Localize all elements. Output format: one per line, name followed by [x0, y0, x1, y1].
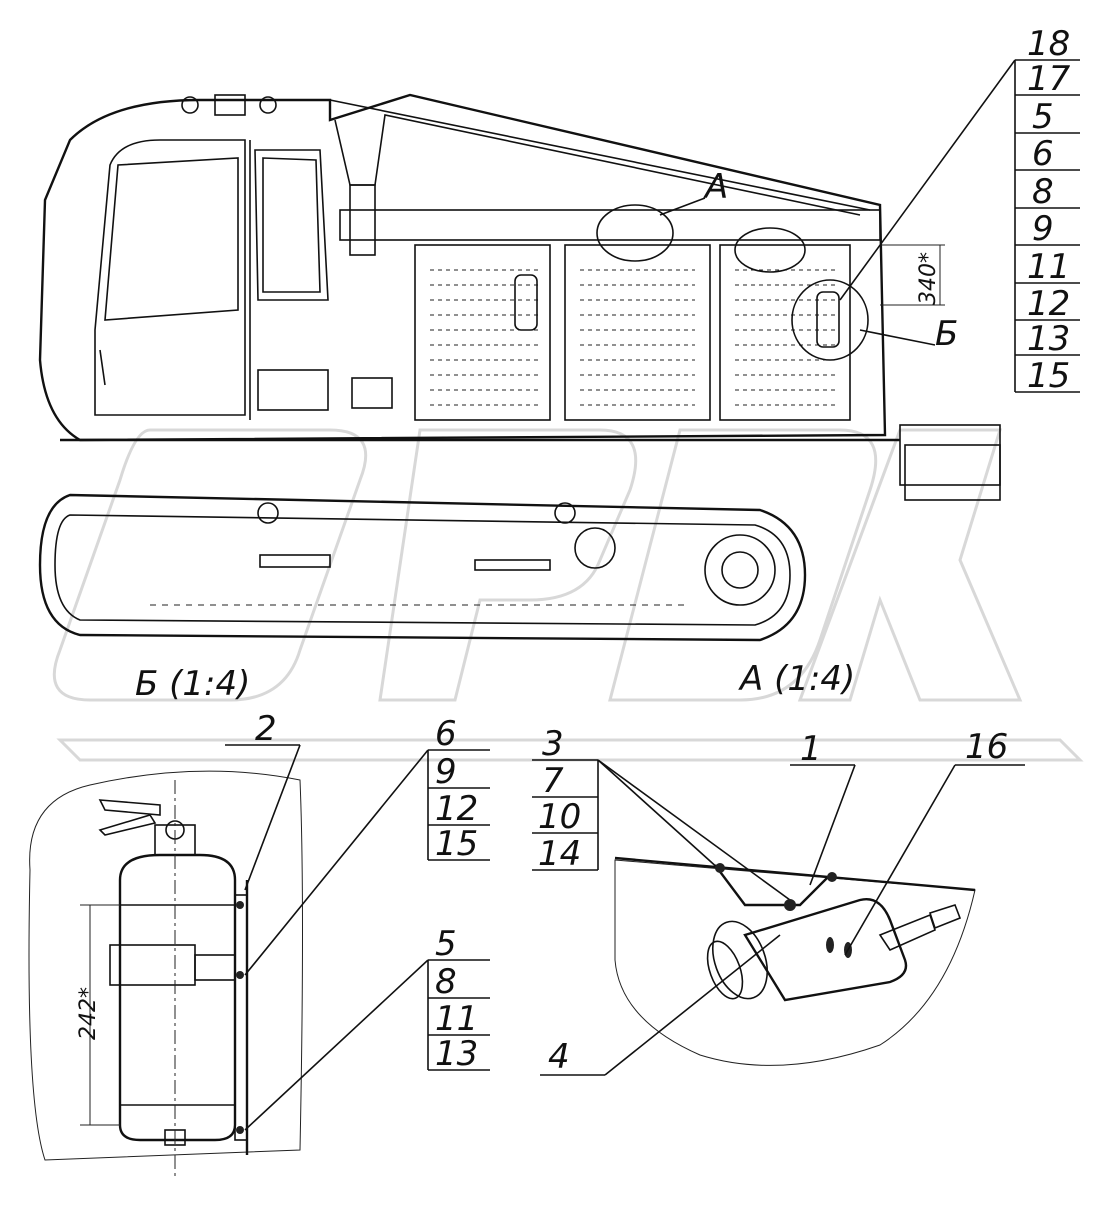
zone-a-circle: [596, 204, 674, 262]
svg-text:9: 9: [435, 752, 457, 792]
view-a-title: А (1:4): [738, 659, 855, 699]
callout-4: 4: [548, 1037, 570, 1077]
machine-side-view: [38, 93, 1001, 642]
svg-text:12: 12: [435, 789, 478, 829]
view-a-marker: А: [703, 167, 728, 207]
svg-text:12: 12: [1027, 284, 1070, 324]
grille-pattern: [430, 269, 835, 406]
callout-2: 2: [255, 709, 277, 749]
svg-text:8: 8: [435, 962, 457, 1002]
svg-text:13: 13: [1027, 319, 1070, 359]
svg-text:7: 7: [542, 761, 564, 801]
svg-text:18: 18: [1027, 24, 1070, 64]
svg-text:340*: 340*: [916, 252, 941, 305]
svg-text:17: 17: [1027, 59, 1071, 99]
svg-text:15: 15: [435, 824, 478, 864]
svg-text:3: 3: [542, 724, 564, 764]
callout-stack-6-9-12-15: 6 9 12 15: [244, 714, 490, 976]
svg-text:11: 11: [435, 999, 478, 1039]
svg-text:15: 15: [1027, 356, 1070, 396]
svg-text:5: 5: [1032, 97, 1054, 137]
detail-view-a: [614, 856, 976, 1066]
watermark: [52, 428, 1084, 762]
svg-text:8: 8: [1032, 172, 1054, 212]
svg-text:14: 14: [538, 834, 581, 874]
callout-stack-3-7-10-14: 3 7 10 14: [532, 724, 791, 901]
callout-16: 16: [965, 727, 1008, 767]
view-b-title: Б (1:4): [135, 664, 250, 704]
svg-text:5: 5: [435, 924, 457, 964]
svg-text:13: 13: [435, 1034, 478, 1074]
callout-1: 1: [800, 729, 822, 769]
view-b-marker: Б: [935, 314, 958, 354]
svg-text:10: 10: [538, 797, 581, 837]
dimension-340: 340*: [880, 244, 945, 306]
detail-view-b: 242*: [28, 770, 303, 1180]
svg-text:11: 11: [1027, 247, 1070, 287]
callout-stack-5-8-11-13: 5 8 11 13: [244, 924, 490, 1131]
svg-text:9: 9: [1032, 209, 1054, 249]
svg-text:6: 6: [1032, 134, 1054, 174]
svg-text:6: 6: [435, 714, 457, 754]
zone-a-circle-2: [734, 227, 806, 273]
main-callout-stack: 18 17 5 6 8 9 11 12 13 15: [839, 24, 1080, 396]
zone-b-circle: [791, 279, 869, 361]
dimension-242: 242*: [76, 987, 101, 1040]
